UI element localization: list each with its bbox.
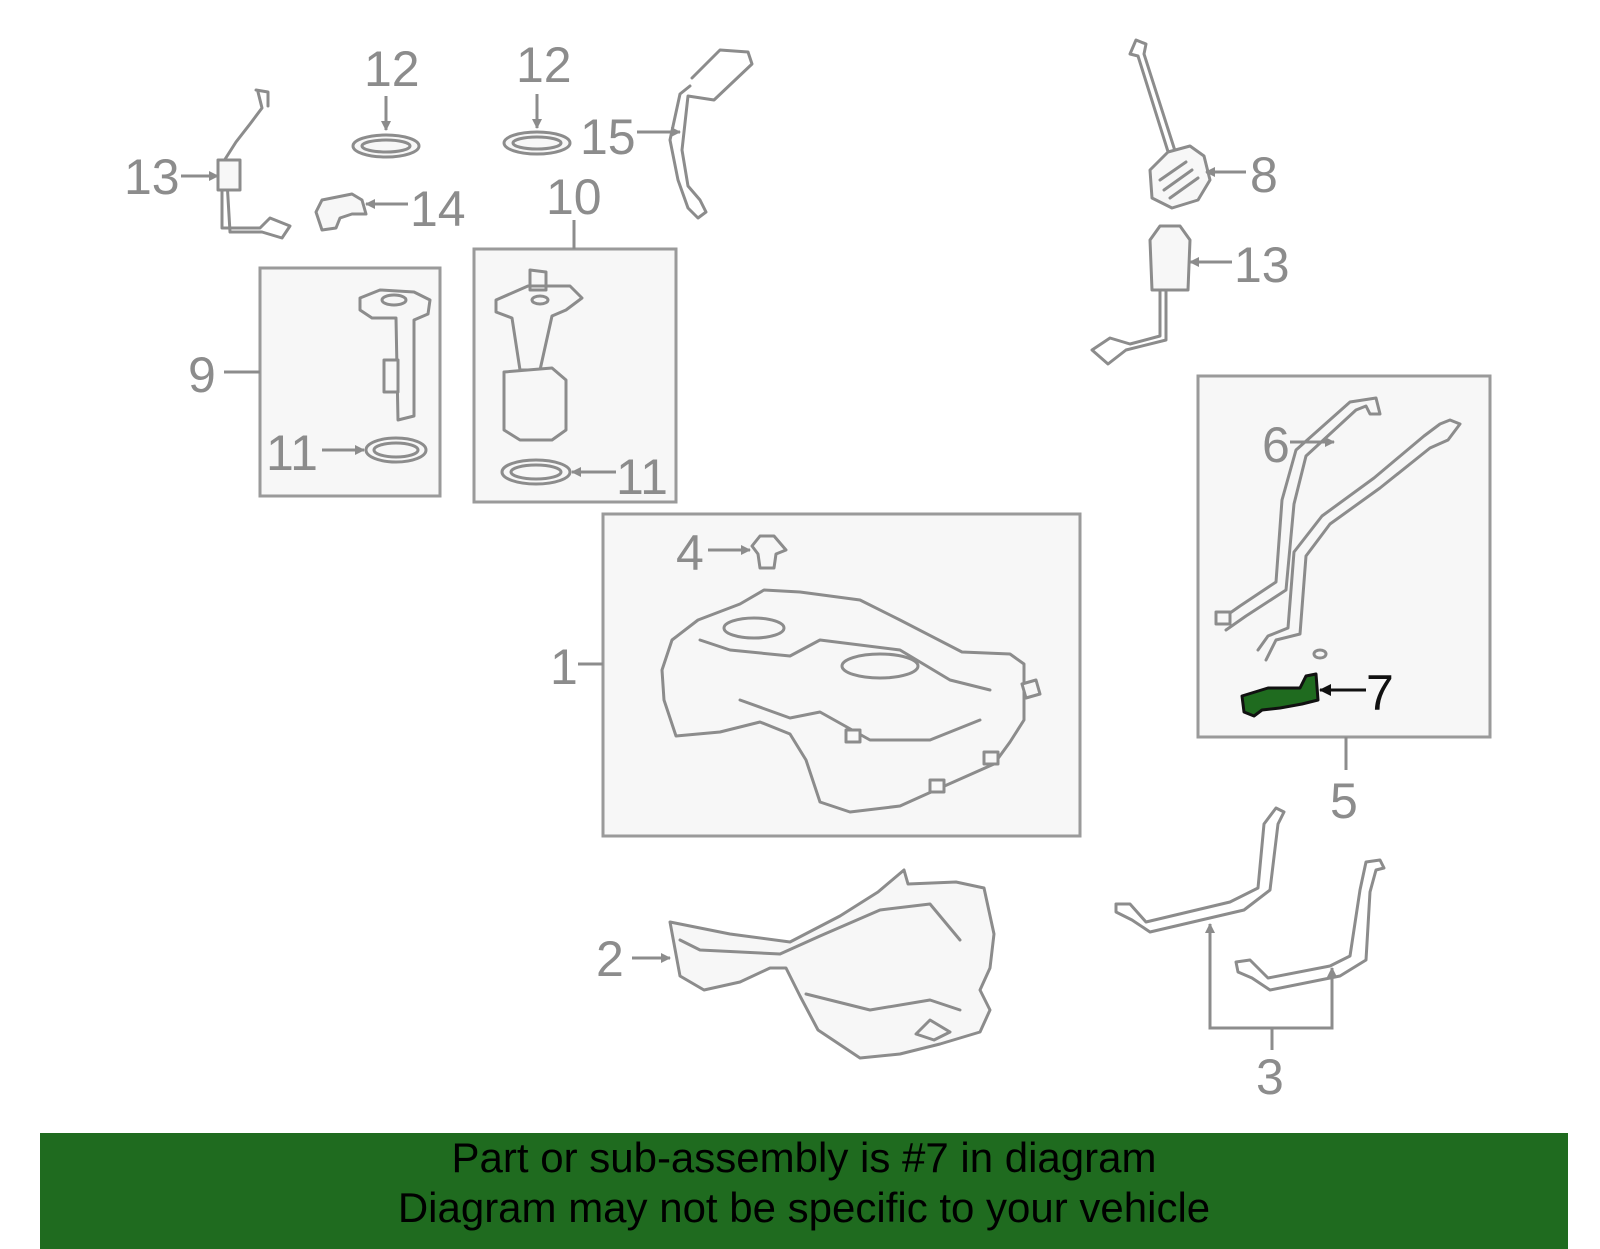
filler-pipe-part-5 <box>1256 418 1462 662</box>
callout-5: 5 <box>1330 773 1358 829</box>
callout-11-left: 11 <box>266 425 318 481</box>
assembly-box-5 <box>1196 374 1492 739</box>
callout-1: 1 <box>550 639 578 695</box>
hose-part-6 <box>1218 396 1382 632</box>
callout-12-left: 12 <box>364 41 420 97</box>
info-banner: Part or sub-assembly is #7 in diagram Di… <box>40 1133 1568 1249</box>
callout-15: 15 <box>580 109 636 165</box>
tank-strap-part-3-rear <box>1234 858 1386 992</box>
callout-3: 3 <box>1256 1049 1284 1105</box>
sender-unit-part-13-left <box>216 88 292 240</box>
sender-unit-part-13-right <box>1090 224 1192 366</box>
callout-4: 4 <box>676 525 704 581</box>
callout-2: 2 <box>596 931 624 987</box>
callout-10: 10 <box>546 169 602 225</box>
callout-7: 7 <box>1366 665 1394 721</box>
callout-12-right: 12 <box>516 37 572 93</box>
vent-line-part-15 <box>668 48 754 220</box>
part-7-highlighted <box>1240 672 1320 718</box>
valve-part-4 <box>750 534 788 570</box>
fuel-pump-part-10 <box>494 268 584 442</box>
tank-strap-part-3-front <box>1114 806 1286 934</box>
callout-11-right: 11 <box>616 449 668 505</box>
callout-9: 9 <box>188 347 216 403</box>
fuel-cap-part-8 <box>1128 38 1212 210</box>
callout-13-left: 13 <box>124 149 180 205</box>
callout-13-right: 13 <box>1234 237 1290 293</box>
callout-8: 8 <box>1250 147 1278 203</box>
fuel-tank-part-1 <box>660 588 1042 814</box>
fuel-pump-part-9 <box>358 288 432 422</box>
banner-line-disclaimer: Diagram may not be specific to your vehi… <box>397 1184 1211 1231</box>
callout-14: 14 <box>410 181 466 237</box>
heat-shield-part-2 <box>668 868 996 1060</box>
callout-6: 6 <box>1262 417 1290 473</box>
clip-part-14 <box>314 192 368 232</box>
banner-line-part: Part or sub-assembly is #7 in diagram <box>451 1134 1157 1181</box>
